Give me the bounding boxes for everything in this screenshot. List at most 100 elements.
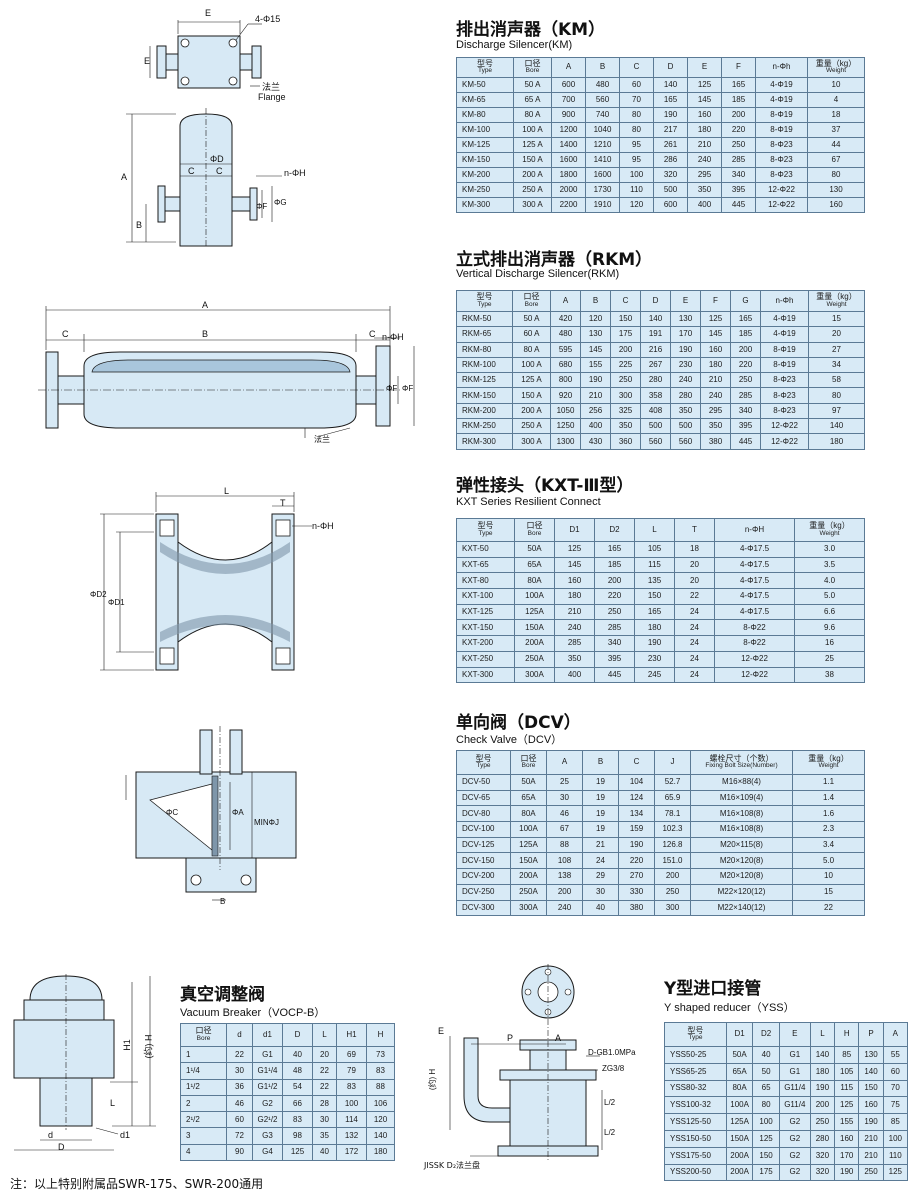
table-cell: 8-Φ22 [714,635,795,652]
table-cell: 250A [514,650,555,668]
table-cell: 125 [700,310,731,328]
table-cell: 8-Φ19 [760,341,809,358]
header-label: n-Φh [772,62,791,72]
table-cell: DCV-125 [456,836,511,854]
header-label: D [667,62,674,72]
table-cell: 28 [312,1094,337,1113]
header-label: 口径 [195,1026,212,1036]
table-cell: 24 [674,666,715,684]
header-label: B [599,62,606,72]
table-cell: 108 [546,852,583,870]
table-cell: 8-Φ23 [760,387,809,404]
km-top-e-label: E [205,8,212,18]
table-cell: 180 [700,356,731,374]
table-cell: 105 [634,541,675,558]
table-cell: 190 [580,372,611,389]
table-cell: KM-200 [456,167,514,183]
table-cell: G3 [252,1127,283,1145]
table-cell: KM-150 [456,152,514,168]
table-cell: 250 [654,883,691,901]
table-cell: 24 [674,619,715,637]
table-cell: G4 [252,1143,283,1162]
table-cell: 12-Φ22 [755,182,808,198]
table-cell: 500 [653,182,688,198]
header-label: D1 [734,1029,745,1039]
header-cell: n-ΦH [714,518,795,542]
table-cell: 22 [312,1078,337,1096]
header-cell: E [670,290,701,312]
kxt-t-label: T [280,498,286,508]
dcv-b-label: B [220,897,226,906]
table-cell: 125 [554,541,595,558]
table-cell: 280 [670,387,701,404]
yss-h-label: (约) H [428,1068,438,1091]
rkm-c1-label: C [62,329,69,339]
table-cell: 330 [618,883,655,901]
table-cell: 165 [721,77,756,93]
table-cell: KXT-250 [456,650,515,668]
table-cell: 180 [554,588,595,605]
table-cell: M16×108(8) [690,805,793,823]
table-cell: 40 [582,899,619,917]
header-label-en: Weight [826,300,847,308]
header-cell: C [619,57,654,78]
dcv-title-cn: 单向阀（DCV） [456,713,581,733]
table-cell: 25 [794,650,865,668]
table-cell: 1250 [550,418,581,435]
table-cell: 216 [640,341,671,358]
dcv-title-en: Check Valve（DCV） [456,734,563,746]
table-cell: 10 [792,868,865,885]
table-cell: 8-Φ22 [714,619,795,637]
table-cell: 408 [640,402,671,420]
table-cell: 5.0 [792,852,865,870]
table-cell: 70 [882,1079,909,1098]
table-cell: 120 [366,1111,395,1129]
table-cell: 88 [366,1078,395,1096]
table-cell: KXT-300 [456,666,515,684]
table-cell: 8-Φ23 [760,402,809,420]
table-cell: 20 [674,572,715,590]
kxt-title-cn: 弹性接头（KXT-Ⅲ型） [456,476,634,496]
header-cell: E [778,1022,811,1047]
header-cell: B [580,290,611,312]
rkm-f2-label: ΦF [402,384,414,393]
table-cell: 340 [721,167,756,183]
header-cell: d1 [252,1023,283,1047]
table-cell: 3.0 [794,541,865,558]
table-cell: 2.3 [792,821,865,838]
header-label-en: Type [477,300,492,308]
table-cell: M20×120(8) [690,852,793,870]
table-cell: 280 [640,372,671,389]
table-cell: 83 [282,1111,313,1129]
table-cell: G11/4 [778,1079,811,1098]
table-cell: 185 [721,92,756,108]
table-cell: 80 [807,167,865,183]
header-cell: H1 [336,1023,367,1047]
table-cell: 50 [752,1062,780,1081]
table-cell: 200A [725,1146,754,1165]
table-cell: 4 [807,92,865,108]
table-cell: 400 [580,418,611,435]
table-cell: 200 A [512,402,551,420]
table-cell: 920 [550,387,581,404]
table-cell: DCV-150 [456,852,511,870]
table-cell: 2200 [551,197,586,213]
header-cell: L [809,1022,836,1047]
table-cell: 65 [752,1079,780,1098]
table-cell: 217 [653,122,688,138]
table-cell: 65.9 [654,789,691,807]
table-cell: 37 [807,122,865,138]
table-cell: 125A [514,603,555,621]
table-cell: 165 [653,92,688,108]
table-cell: RKM-200 [456,402,513,420]
header-label: C [633,62,640,72]
table-cell: 140 [809,1046,836,1064]
table-cell: 150A [510,852,547,870]
header-label: H [843,1029,850,1039]
header-label: B [597,757,604,767]
